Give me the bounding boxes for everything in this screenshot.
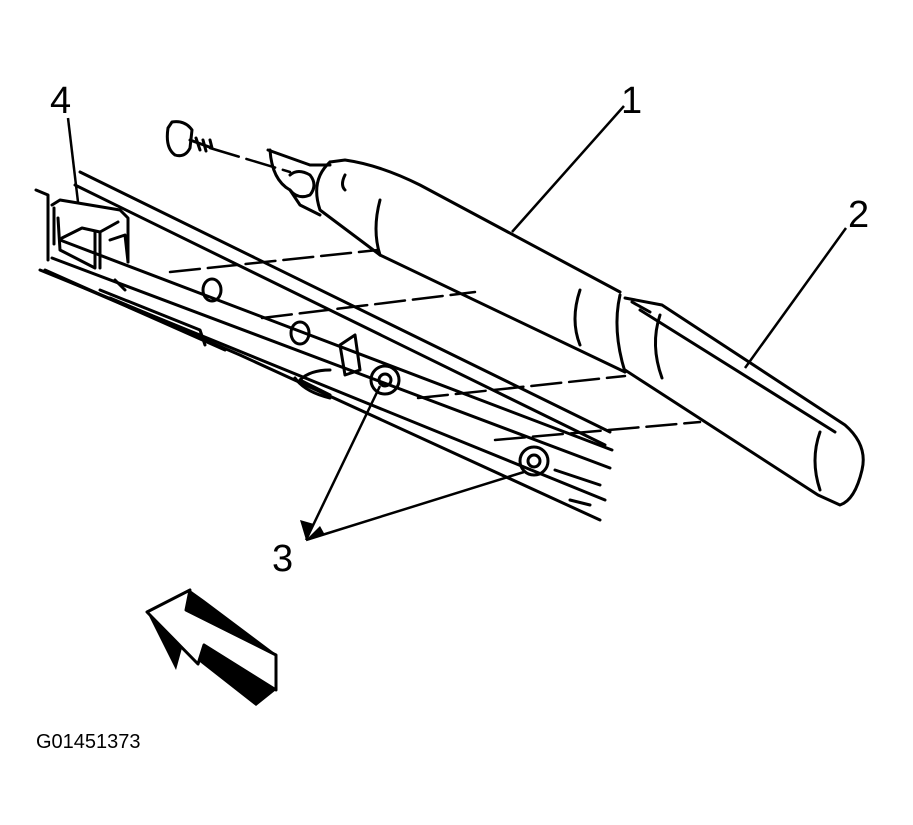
mounting-hole	[289, 320, 311, 346]
nut-lower	[518, 445, 550, 477]
retainer-clip	[50, 198, 130, 270]
leader-arrowheads	[300, 520, 325, 540]
callout-4-label: 4	[50, 80, 72, 122]
front-direction-arrow-icon	[145, 588, 278, 706]
callout-1-label: 1	[621, 80, 643, 122]
figure-id: G01451373	[36, 731, 141, 753]
callout-2-label: 2	[848, 194, 870, 236]
mounting-hole	[201, 277, 223, 303]
alignment-lines	[168, 146, 702, 442]
callout-3-label: 3	[272, 538, 294, 580]
leader-lines	[66, 105, 848, 542]
roof-rail-trim-cover	[623, 296, 865, 507]
screw	[165, 120, 214, 158]
roof-rail-air-bag-module	[266, 148, 627, 374]
roof-rail	[34, 170, 614, 522]
nut-upper	[369, 364, 401, 396]
